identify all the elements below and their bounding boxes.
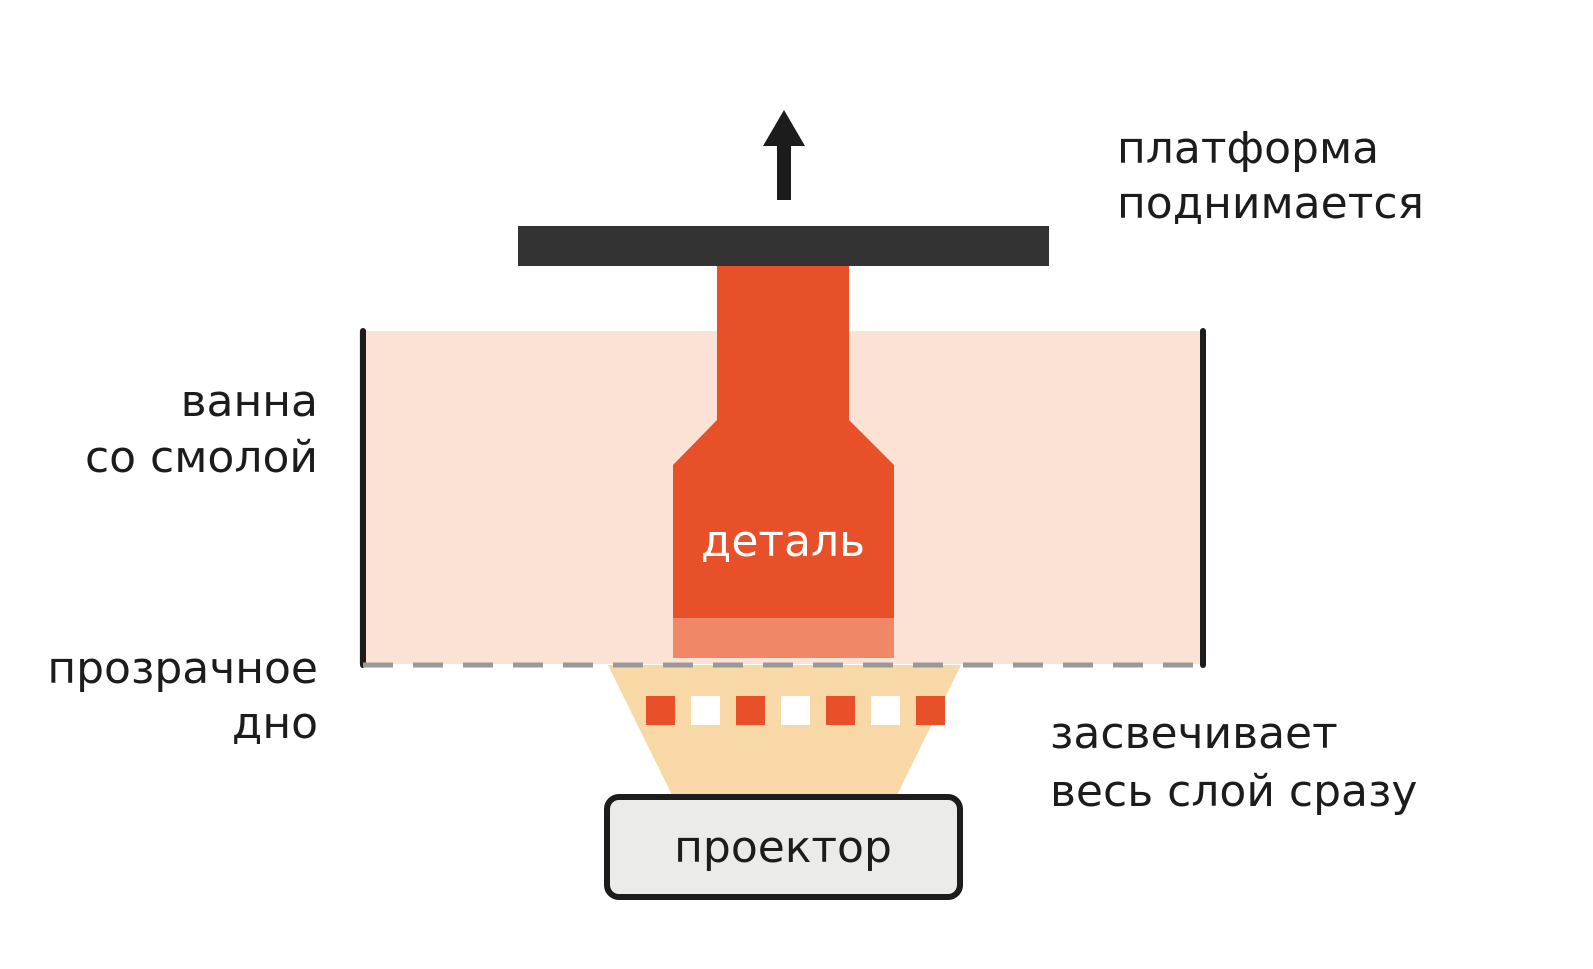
pixel-lit [646, 696, 675, 725]
pixel-lit [826, 696, 855, 725]
build-platform [518, 226, 1049, 266]
current-layer [673, 618, 894, 658]
projector-body [604, 794, 963, 900]
projector: проектор [604, 794, 963, 900]
pixel-lit [736, 696, 765, 725]
printed-part [673, 265, 894, 618]
pixel-dark [691, 696, 720, 725]
pixel-dark [871, 696, 900, 725]
platform-label-line1: платформа [1117, 123, 1379, 174]
arrow-up-icon [763, 110, 805, 200]
bottom-label-line2: дно [232, 698, 318, 749]
part-label: деталь [701, 516, 865, 567]
vat-label-line1: ванна [181, 376, 318, 427]
light-beam [608, 665, 961, 797]
projector-label: проектор [674, 822, 892, 873]
pixel-dark [781, 696, 810, 725]
bottom-label-line1: прозрачное [47, 643, 318, 694]
vat-label-line2: со смолой [85, 432, 318, 483]
platform-label-line2: поднимается [1117, 178, 1424, 229]
exposure-label-line2: весь слой сразу [1050, 766, 1417, 817]
pixel-row [646, 696, 945, 725]
exposure-label-line1: засвечивает [1050, 708, 1338, 759]
pixel-lit [916, 696, 945, 725]
